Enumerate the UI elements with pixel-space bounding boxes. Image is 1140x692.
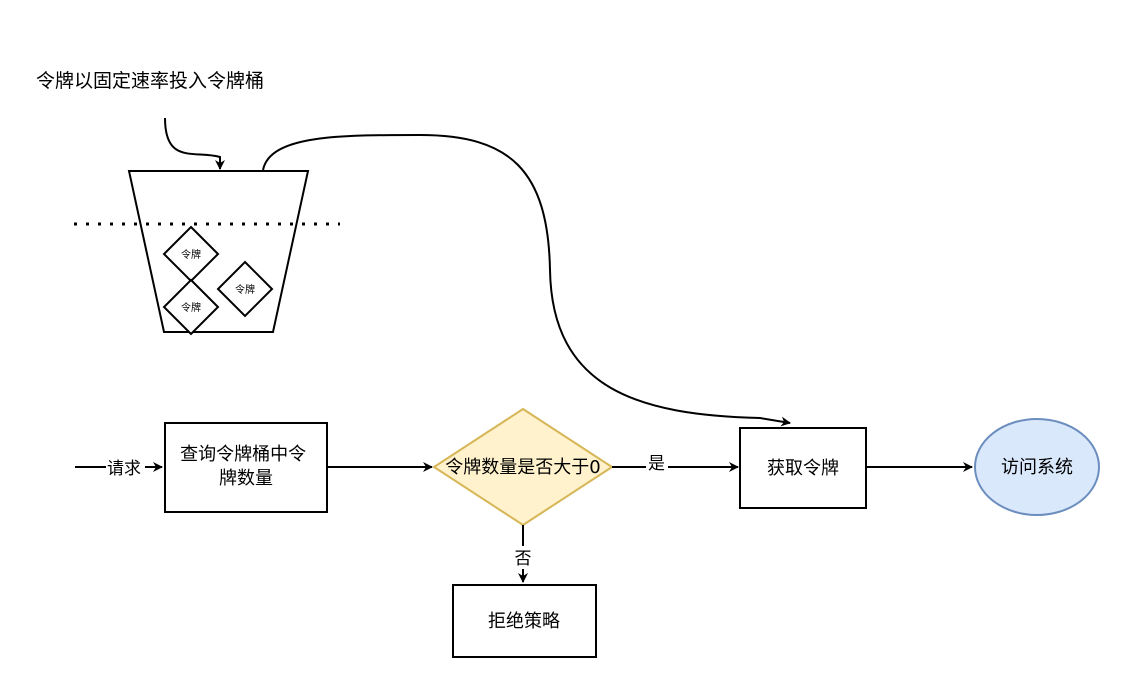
yes-label: 是	[648, 454, 665, 474]
bucket-token-label: 令牌	[235, 283, 255, 296]
reject-strategy-label: 拒绝策略	[488, 611, 560, 632]
access-system-node	[974, 418, 1100, 516]
query-label-line-2: 牌数量	[219, 468, 273, 489]
token-supply-curve	[262, 133, 791, 427]
acquire-token-label: 获取令牌	[767, 458, 839, 479]
bucket-token-label: 令牌	[181, 301, 201, 314]
decision-label: 令牌数量是否大于0	[445, 457, 600, 478]
access-system-label: 访问系统	[1001, 457, 1073, 478]
intro-text: 令牌以固定速率投入令牌桶	[36, 70, 264, 92]
reject-strategy-box	[452, 584, 597, 658]
query-token-count-label: 查询令牌桶中令 牌数量	[180, 444, 312, 489]
bucket-token-3: 令牌	[162, 278, 220, 336]
query-label-line-1: 查询令牌桶中令	[180, 444, 306, 465]
bucket-token-label: 令牌	[181, 248, 201, 261]
no-label: 否	[515, 549, 532, 569]
fill-bucket-arrow	[164, 117, 225, 170]
request-label: 请求	[107, 459, 141, 479]
bucket-token-2: 令牌	[216, 260, 274, 318]
